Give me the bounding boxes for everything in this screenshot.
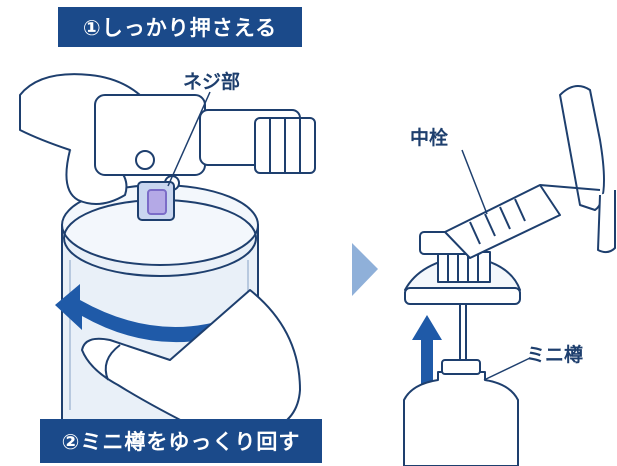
mini-keg-label: ミニ樽 <box>526 344 584 366</box>
lower-hand <box>81 289 301 431</box>
lift-arrow <box>412 315 442 390</box>
lever <box>559 85 605 211</box>
mini-keg <box>403 371 519 466</box>
next-step-arrow <box>352 243 378 296</box>
screw-part-label: ネジ部 <box>183 71 241 93</box>
center-plug-label: 中栓 <box>410 127 449 149</box>
threaded-collar <box>437 251 491 283</box>
center-plug <box>444 184 561 259</box>
step-two-banner: ②ミニ樽をゆっくり回す <box>40 419 322 463</box>
step-one-banner: ①しっかり押さえる <box>58 7 302 47</box>
rotate-arrow <box>55 284 242 343</box>
